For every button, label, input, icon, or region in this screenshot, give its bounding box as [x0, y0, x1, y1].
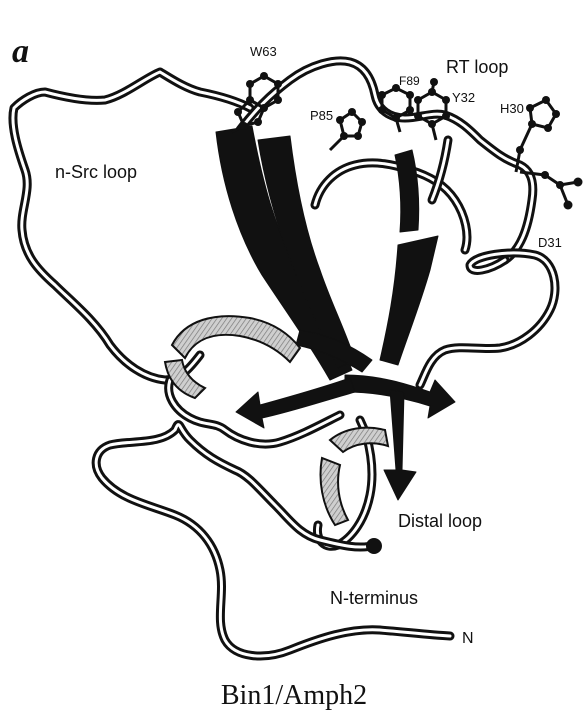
label-distal-loop: Distal loop: [398, 511, 482, 531]
label-h30: H30: [500, 101, 524, 116]
figure-caption: Bin1/Amph2: [221, 680, 367, 711]
beta-strand-4: [395, 150, 419, 232]
label-p85: P85: [310, 108, 333, 123]
beta-strand-3: [380, 236, 438, 365]
label-n-src-loop: n-Src loop: [55, 162, 137, 182]
label-d31: D31: [538, 235, 562, 250]
right-coil: [420, 253, 555, 385]
helix-bottom-2: [321, 458, 348, 525]
label-y32: Y32: [452, 90, 475, 105]
label-w63: W63: [250, 44, 277, 59]
panel-letter: a: [12, 33, 29, 70]
label-f89: F89: [399, 74, 420, 88]
helix-left: [172, 316, 300, 362]
p85-side-chain: [330, 112, 362, 150]
label-n-terminus: N-terminus: [330, 588, 418, 608]
distal-loop-end: [366, 538, 382, 554]
label-rt-loop: RT loop: [446, 57, 508, 77]
label-n-end: N: [462, 630, 474, 647]
helix-bottom: [330, 428, 388, 452]
